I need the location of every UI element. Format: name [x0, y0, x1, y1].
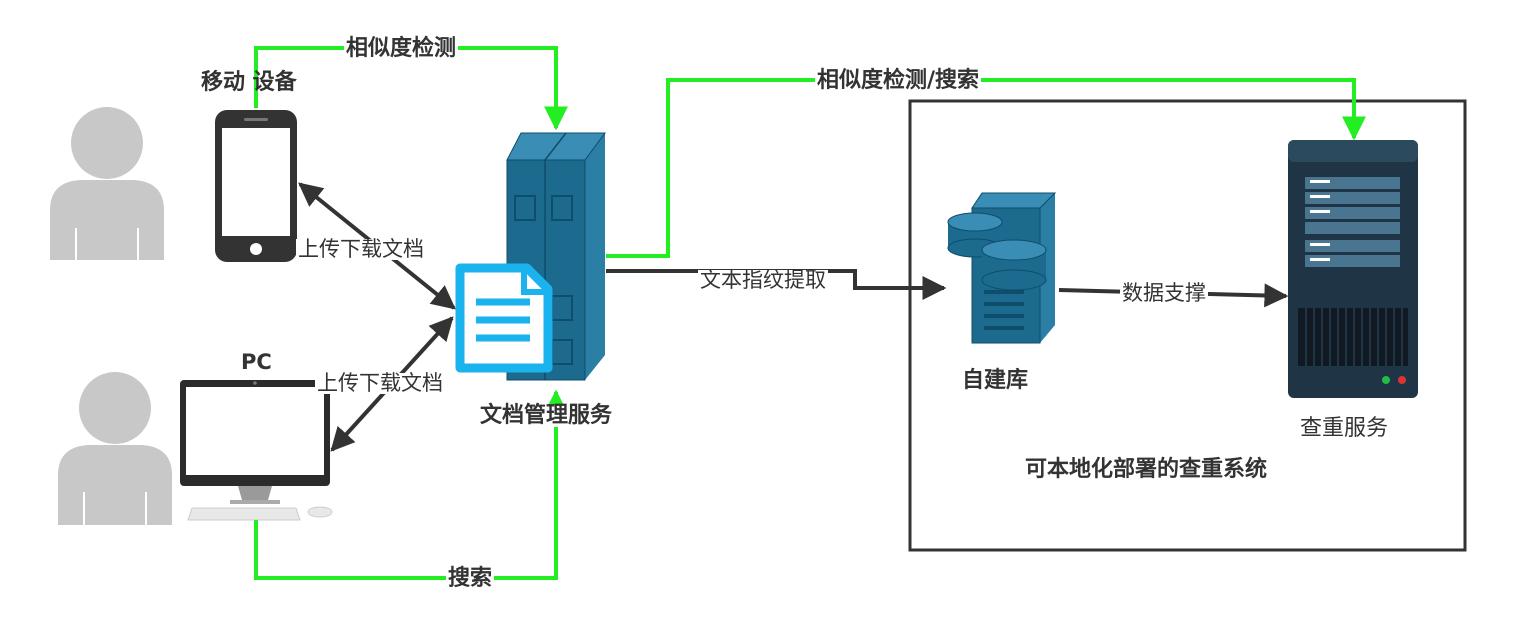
upload-download-label-top: 上传下载文档: [296, 237, 426, 261]
dedup-service-label: 查重服务: [1300, 416, 1389, 441]
local-system-boundary: [908, 99, 1467, 552]
user-icon: [56, 372, 174, 527]
fingerprint-extract-label: 文本指纹提取: [698, 268, 828, 292]
local-system-label: 可本地化部署的查重系统: [1025, 457, 1268, 482]
similarity-check-label: 相似度检测: [344, 36, 459, 61]
search-label: 搜索: [446, 566, 495, 591]
similarity-search-connector: [606, 78, 1366, 258]
search-connector: [254, 389, 568, 580]
user-icon: [48, 107, 166, 263]
similarity-search-label: 相似度检测/搜索: [815, 68, 982, 93]
smartphone-icon: [215, 110, 297, 262]
self-built-db-label: 自建库: [962, 368, 1029, 393]
mobile-device-label: 移动 设备: [201, 70, 297, 95]
pc-label: PC: [241, 350, 272, 374]
desktop-computer-icon: [180, 380, 333, 521]
upload-download-label-bottom: 上传下载文档: [315, 371, 445, 395]
doc-service-label: 文档管理服务: [478, 403, 615, 428]
document-icon: [455, 263, 553, 373]
data-support-label: 数据支撑: [1120, 281, 1208, 305]
tower-server-icon: [1288, 140, 1418, 398]
database-server-icon: [947, 192, 1057, 344]
